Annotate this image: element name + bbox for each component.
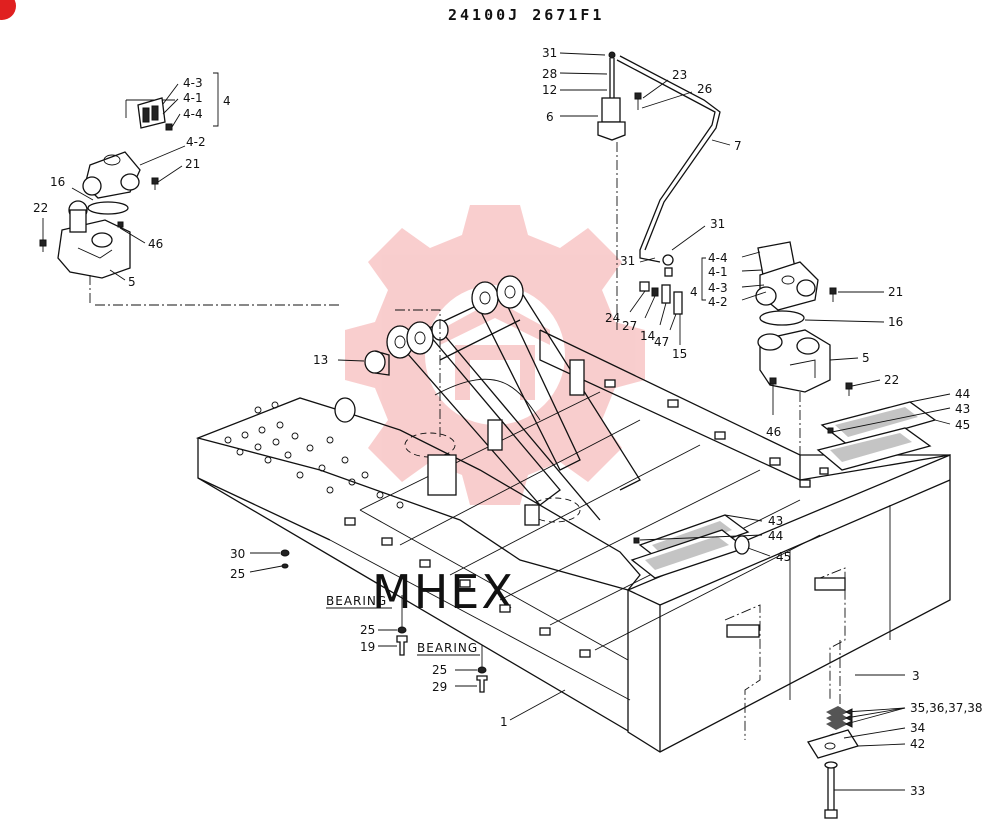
callout-12: 12 [542,83,557,97]
rail-brackets [344,379,811,658]
bushing-13: 13 [313,350,390,376]
callout-left-16: 16 [50,175,65,189]
small-parts-group: 24 27 14 47 15 [605,281,687,361]
top-center-assembly: 31 28 12 6 23 26 7 31 31 [542,46,742,330]
callout-44a: 44 [955,387,970,401]
callout-right-16: 16 [888,315,903,329]
callout-47: 47 [654,335,669,349]
callout-3: 3 [912,669,920,683]
bearing-group-1: BEARING 25 19 [326,594,408,656]
callout-left-4: 4 [223,94,231,108]
callout-31c: 31 [620,254,635,268]
callout-left-4-4: 4-4 [183,107,203,121]
callout-25c: 25 [432,663,447,677]
callout-15: 15 [672,347,687,361]
frame-callouts: 1 3 [500,669,920,729]
washer-group-30-25: 30 25 [230,547,290,581]
left-valve-assembly: 4-3 4-1 4-4 4 4-2 21 16 22 46 5 [33,72,340,306]
callout-right-4-4: 4-4 [708,251,728,265]
callout-25a: 25 [230,567,245,581]
callout-43b: 43 [768,514,783,528]
callout-6: 6 [546,110,554,124]
callout-34: 34 [910,721,925,735]
a-frame [334,275,641,526]
callout-13: 13 [313,353,328,367]
callout-7: 7 [734,139,742,153]
callout-35-38: 35,36,37,38 [910,701,983,715]
callout-45b: 45 [776,550,791,564]
callout-23: 23 [672,68,687,82]
bolt-stack: 35,36,37,38 34 42 33 [806,640,983,819]
drawing-number: 24100J 2671F1 [448,6,604,24]
callout-30: 30 [230,547,245,561]
callout-28: 28 [542,67,557,81]
callout-24: 24 [605,311,620,325]
callout-left-46: 46 [148,237,163,251]
callout-left-4-2: 4-2 [186,135,206,149]
callout-19: 19 [360,640,375,654]
callout-left-4-1: 4-1 [183,91,203,105]
callout-31b: 31 [710,217,725,231]
right-valve-assembly: 4-4 4-1 4-3 4-2 4 21 16 5 22 46 [690,241,903,470]
callout-26: 26 [697,82,712,96]
callout-45a: 45 [955,418,970,432]
callout-44b: 44 [768,529,783,543]
callout-left-4-3: 4-3 [183,76,203,90]
deck-holes [224,401,404,509]
watermark-text: MHEX [372,565,515,619]
cover-plate-lower: 43 44 45 [630,514,791,579]
callout-right-4-1: 4-1 [708,265,728,279]
callout-right-46: 46 [766,425,781,439]
bearing-label-1: BEARING [326,594,387,608]
callout-1: 1 [500,715,508,729]
callout-right-21: 21 [888,285,903,299]
watermark-logo [345,205,645,505]
callout-right-4-2: 4-2 [708,295,728,309]
callout-43a: 43 [955,402,970,416]
bearing-label-2: BEARING [417,641,478,655]
callout-42: 42 [910,737,925,751]
callout-right-4: 4 [690,285,698,299]
callout-25b: 25 [360,623,375,637]
callout-left-5: 5 [128,275,136,289]
callout-29: 29 [432,680,447,694]
callout-14: 14 [640,329,655,343]
callout-left-22: 22 [33,201,48,215]
callout-left-21: 21 [185,157,200,171]
callout-31a: 31 [542,46,557,60]
callout-27: 27 [622,319,637,333]
bearing-group-2: BEARING 25 29 [417,641,488,694]
callout-right-5: 5 [862,351,870,365]
cover-plate-upper: 44 43 45 [816,387,970,475]
callout-33: 33 [910,784,925,798]
callout-right-4-3: 4-3 [708,281,728,295]
corner-badge [0,0,16,20]
callout-right-22: 22 [884,373,899,387]
